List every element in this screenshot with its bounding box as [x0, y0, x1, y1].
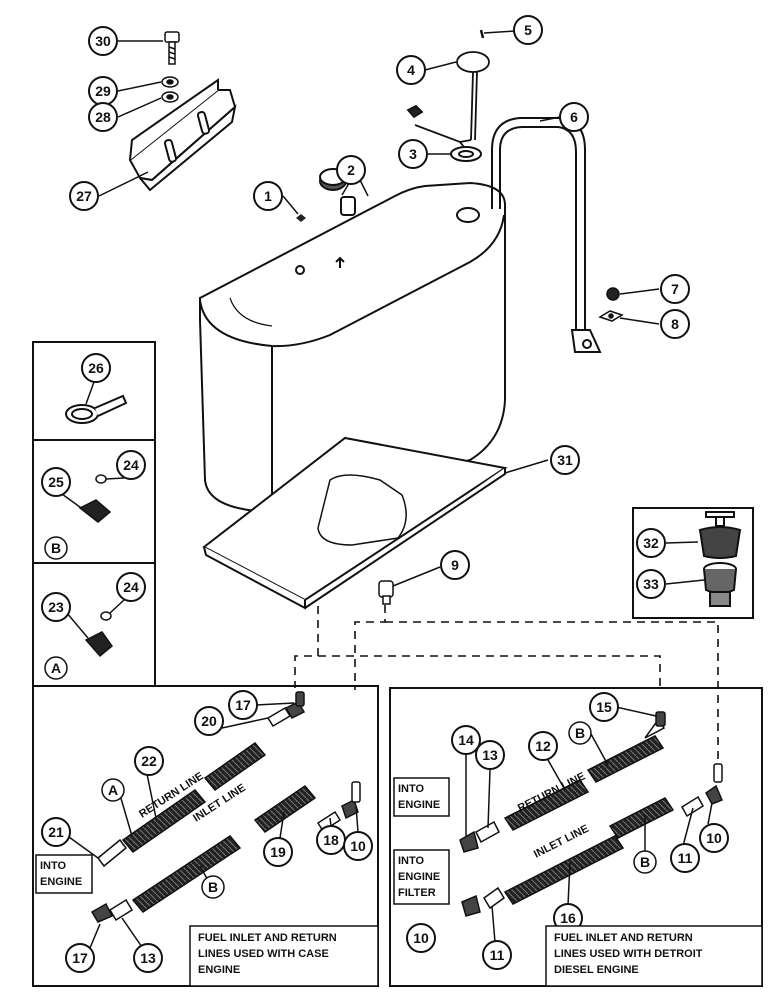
letter-a-variant: A: [51, 660, 61, 676]
callout-13-right: 13: [482, 747, 498, 763]
callout-14: 14: [458, 732, 474, 748]
callout-12: 12: [535, 738, 551, 754]
mounting-bracket: [128, 78, 237, 192]
callout-circles: [41, 15, 729, 973]
callout-20: 20: [201, 713, 217, 729]
callout-30: 30: [95, 33, 111, 49]
callout-29: 29: [95, 83, 111, 99]
bracket-washers: [161, 76, 179, 103]
svg-text:ENGINE: ENGINE: [398, 871, 440, 883]
callout-25: 25: [48, 474, 64, 490]
svg-text:FUEL INLET AND RETURN: FUEL INLET AND RETURN: [554, 932, 693, 944]
callout-6: 6: [570, 109, 578, 125]
detroit-lines: [459, 711, 723, 917]
svg-text:INTO: INTO: [398, 783, 425, 795]
sending-unit: [406, 29, 490, 153]
filler-neck: [319, 168, 356, 216]
case-lines: [90, 691, 361, 923]
callout-21: 21: [48, 824, 64, 840]
letter-a-return: A: [108, 782, 118, 798]
callout-18: 18: [323, 832, 339, 848]
svg-text:FILTER: FILTER: [398, 887, 436, 899]
callout-24-b: 24: [123, 457, 139, 473]
callout-33: 33: [643, 576, 659, 592]
callout-4: 4: [407, 62, 415, 78]
callout-13-left: 13: [140, 950, 156, 966]
tank-strap: [491, 117, 602, 353]
callout-2: 2: [347, 162, 355, 178]
into-engine-note-right: INTO ENGINE: [393, 777, 450, 817]
callout-24-a: 24: [123, 579, 139, 595]
svg-text:ENGINE: ENGINE: [40, 876, 82, 888]
svg-text:ENGINE: ENGINE: [198, 964, 240, 976]
callout-5: 5: [524, 22, 532, 38]
svg-text:FUEL INLET AND RETURN: FUEL INLET AND RETURN: [198, 932, 337, 944]
callout-7: 7: [671, 281, 679, 297]
plug-part: [296, 214, 306, 222]
clip-a: [84, 611, 114, 658]
callout-32: 32: [643, 535, 659, 551]
case-engine-caption: FUEL INLET AND RETURN LINES USED WITH CA…: [189, 925, 379, 987]
routing-lines: [294, 605, 719, 770]
strap-nut-washer: [598, 287, 624, 322]
callout-27: 27: [76, 188, 92, 204]
callout-9: 9: [451, 557, 459, 573]
detroit-engine-caption: FUEL INLET AND RETURN LINES USED WITH DE…: [545, 925, 763, 987]
drain-fitting: [378, 580, 394, 605]
callout-10-right: 10: [706, 830, 722, 846]
into-engine-note-left: INTO ENGINE: [35, 854, 93, 894]
callout-22: 22: [141, 753, 157, 769]
callout-19: 19: [270, 844, 286, 860]
svg-text:DIESEL ENGINE: DIESEL ENGINE: [554, 964, 639, 976]
letter-b-variant: B: [51, 540, 61, 556]
filter-panel: [632, 507, 754, 619]
callout-31: 31: [557, 452, 573, 468]
svg-text:ENGINE: ENGINE: [398, 799, 440, 811]
callout-17-top: 17: [235, 697, 251, 713]
fuel-tank: [199, 181, 506, 514]
clip-b: [78, 474, 112, 523]
letter-b-inlet-right: B: [640, 854, 650, 870]
mounting-pad: [202, 436, 508, 610]
letter-b-inlet-left: B: [208, 879, 218, 895]
callout-1: 1: [264, 188, 272, 204]
callout-17-bottom: 17: [72, 950, 88, 966]
svg-text:INTO: INTO: [40, 860, 67, 872]
callout-10-left: 10: [350, 838, 366, 854]
callout-16: 16: [560, 910, 576, 926]
callout-11-bottom: 11: [490, 947, 505, 963]
callout-8: 8: [671, 316, 679, 332]
hose-clamp: [65, 394, 128, 424]
gasket: [450, 146, 482, 162]
letter-circles: [44, 536, 657, 899]
bracket-bolt: [164, 31, 180, 65]
callout-28: 28: [95, 109, 111, 125]
into-engine-filter-note: INTO ENGINE FILTER: [393, 849, 450, 905]
callout-3: 3: [409, 146, 417, 162]
callout-10-bottom: 10: [413, 930, 429, 946]
svg-text:LINES USED WITH DETROIT: LINES USED WITH DETROIT: [554, 948, 703, 960]
callout-11-right: 11: [678, 850, 693, 866]
callout-15: 15: [596, 699, 612, 715]
svg-text:INTO: INTO: [398, 855, 425, 867]
callout-23: 23: [48, 599, 64, 615]
svg-text:LINES USED WITH CASE: LINES USED WITH CASE: [198, 948, 329, 960]
letter-b-return-right: B: [575, 725, 585, 741]
callout-26: 26: [88, 360, 104, 376]
